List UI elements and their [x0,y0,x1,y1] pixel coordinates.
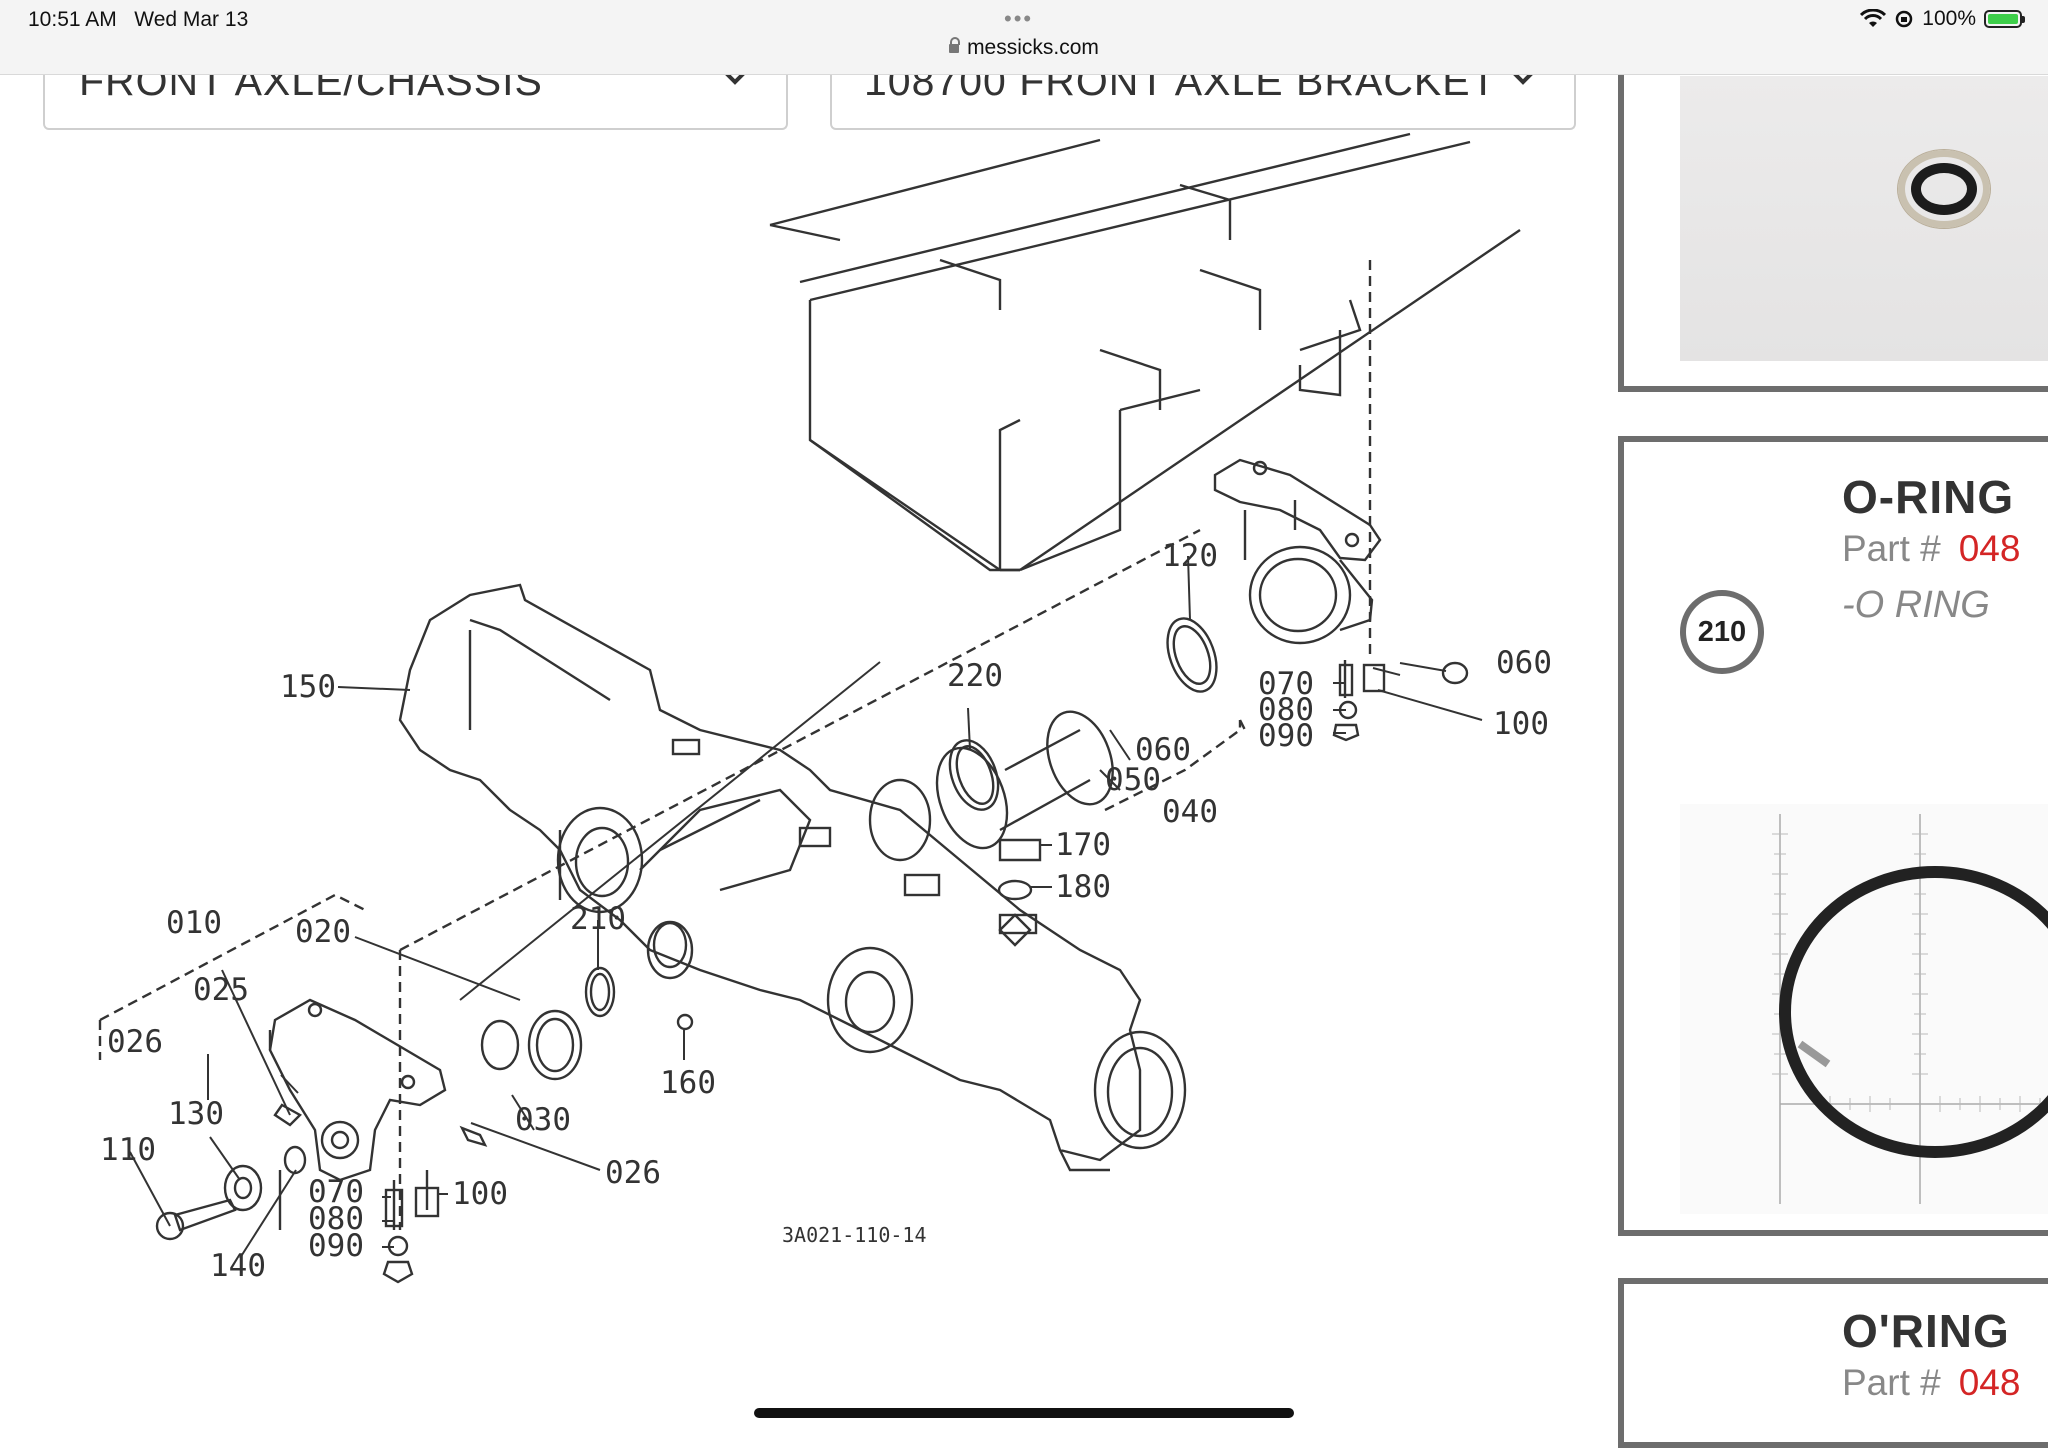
callout-070[interactable]: 070 [1258,666,1314,702]
callout-026[interactable]: 026 [107,1024,163,1060]
part-number[interactable]: 048 [1958,1362,2021,1403]
callout-180[interactable]: 180 [1055,869,1111,905]
callout-130[interactable]: 130 [168,1096,224,1132]
callout-090b[interactable]: 090 [308,1228,364,1264]
callout-040[interactable]: 040 [1162,794,1218,830]
lower-bracket [155,998,694,1284]
part-title[interactable]: O'RING [1842,1305,2010,1357]
callout-025[interactable]: 025 [193,972,249,1008]
callout-050[interactable]: 050 [1105,762,1161,798]
status-bar: 10:51 AM Wed Mar 13 ••• messicks.com 100… [0,0,2048,75]
orientation-lock-icon [1896,10,1913,28]
drawing-code: 3A021-110-14 [782,1223,927,1247]
callout-160[interactable]: 160 [660,1065,716,1101]
callout-090[interactable]: 090 [1258,718,1314,754]
callout-080b[interactable]: 080 [308,1201,364,1237]
part-card-o-ring[interactable]: O-RING Part # 048 -O RING 210 [1618,436,2048,1236]
url-text: messicks.com [967,36,1099,59]
part-title[interactable]: O-RING [1842,471,2015,523]
part-photo [1680,76,2048,361]
callout-100[interactable]: 100 [1493,706,1549,742]
status-indicators: 100% [1860,7,2025,31]
address-bar[interactable]: messicks.com [0,36,2048,60]
part-card-oring-next[interactable]: O'RING Part # 048 [1618,1278,2048,1448]
battery-percent: 100% [1922,7,1976,30]
part-number-label: Part # [1842,528,1941,569]
bolts-right [1332,660,1469,742]
callout-080[interactable]: 080 [1258,692,1314,728]
tab-more-dots[interactable]: ••• [1004,6,1034,31]
callout-020[interactable]: 020 [295,914,351,950]
chassis-frame [769,132,1521,572]
callout-120[interactable]: 120 [1162,538,1218,574]
oring-ruler-photo-icon [1772,814,2048,1204]
exploded-parts [480,617,1218,1081]
callout-070b[interactable]: 070 [308,1174,364,1210]
callout-060[interactable]: 060 [1135,732,1191,768]
part-number-row: Part # 048 [1842,1362,2020,1404]
callout-220[interactable]: 220 [947,658,1003,694]
battery-charging-icon [1984,10,2025,28]
part-photo [1680,804,2048,1214]
callout-060b[interactable]: 060 [1496,645,1552,681]
callout-170[interactable]: 170 [1055,827,1111,863]
part-number-label: Part # [1842,1362,1941,1403]
leader-lines [129,555,1483,1259]
wifi-icon [1860,9,1887,27]
lock-icon [949,37,961,53]
callout-labels: 150 120 220 060 050 040 060 070 080 090 … [100,538,1552,1284]
status-time: 10:51 AM Wed Mar 13 [28,8,249,31]
oring-photo-icon [1898,150,1990,228]
diagram-ref-badge: 210 [1680,590,1764,674]
part-number[interactable]: 048 [1958,528,2021,569]
callout-010[interactable]: 010 [166,905,222,941]
upper-bracket [1213,458,1382,645]
part-description: -O RING [1842,584,1990,626]
callout-210[interactable]: 210 [570,901,626,937]
callout-110[interactable]: 110 [100,1132,156,1168]
callout-030[interactable]: 030 [515,1102,571,1138]
parts-diagram[interactable]: 150 120 220 060 050 040 060 070 080 090 … [0,130,1610,1431]
home-indicator[interactable] [754,1408,1294,1418]
callout-026b[interactable]: 026 [605,1155,661,1191]
callout-150[interactable]: 150 [280,669,336,705]
axle-housing [398,583,1187,1172]
projection-lines [98,260,1372,1230]
part-number-row: Part # 048 [1842,528,2020,570]
callout-100b[interactable]: 100 [452,1176,508,1212]
callout-140[interactable]: 140 [210,1248,266,1284]
